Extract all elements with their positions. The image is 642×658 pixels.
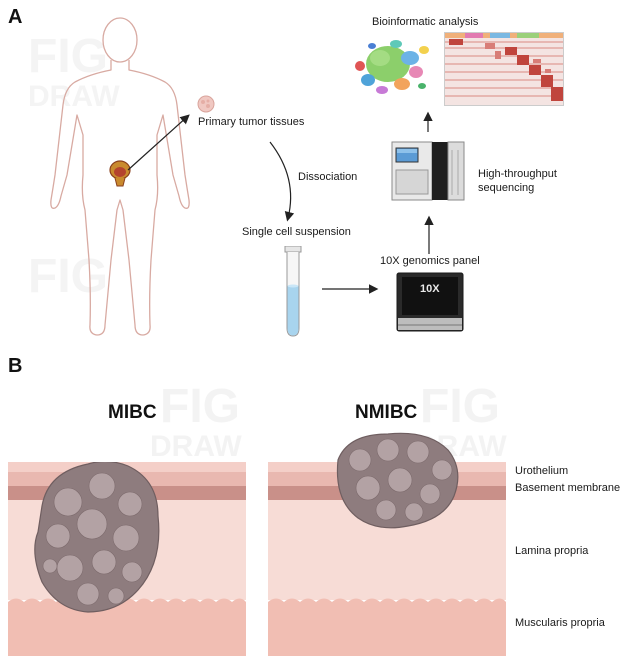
mibc-tissue-diagram: [8, 462, 246, 656]
heatmap-icon: [444, 32, 564, 106]
primary-tumor-label: Primary tumor tissues: [198, 116, 305, 128]
panel-b-letter: B: [8, 355, 23, 377]
arrow-bladder-to-tissue: [127, 114, 190, 171]
human-body-icon: [50, 17, 190, 336]
watermark-fig-2: FIG: [28, 250, 108, 303]
chromium-instrument-icon: 10X: [396, 272, 464, 332]
tumor-tissue-icon: [197, 95, 215, 113]
watermark-fig-4: FIG: [420, 380, 500, 433]
muscularis-propria-label: Muscularis propria: [515, 617, 605, 629]
panel-a-letter: A: [8, 6, 23, 28]
dissociation-arrow: [269, 141, 295, 222]
watermark-draw: DRAW: [28, 80, 120, 113]
tsne-plot-icon: [355, 40, 429, 94]
test-tube-icon: [284, 246, 302, 337]
muscularis-layer: [8, 598, 246, 656]
genomics-panel-label: 10X genomics panel: [380, 255, 480, 267]
arrow-to-genomics: [322, 284, 379, 294]
nmibc-tissue-diagram: [268, 432, 506, 656]
nmibc-title: NMIBC: [355, 402, 418, 423]
bioinformatic-label: Bioinformatic analysis: [372, 16, 479, 28]
sequencer-icon: [391, 141, 465, 201]
watermark-fig: FIG: [28, 30, 108, 83]
basement-membrane-label: Basement membrane: [515, 482, 621, 494]
dissociation-label: Dissociation: [298, 171, 358, 183]
mibc-title: MIBC: [108, 402, 157, 423]
single-cell-label: Single cell suspension: [242, 226, 351, 238]
sequencing-label-line2: sequencing: [478, 182, 535, 194]
arrow-to-bioinformatics: [423, 111, 433, 132]
arrow-to-sequencer: [424, 215, 434, 254]
urothelium-label: Urothelium: [515, 465, 569, 477]
sequencing-label-line1: High-throughput: [478, 168, 557, 180]
lamina-propria-label: Lamina propria: [515, 545, 589, 557]
sequencing-label: High-throughput sequencing: [478, 167, 557, 195]
watermark-draw-2: DRAW: [150, 430, 242, 463]
watermark-fig-3: FIG: [160, 380, 240, 433]
instrument-badge: 10X: [420, 283, 440, 295]
